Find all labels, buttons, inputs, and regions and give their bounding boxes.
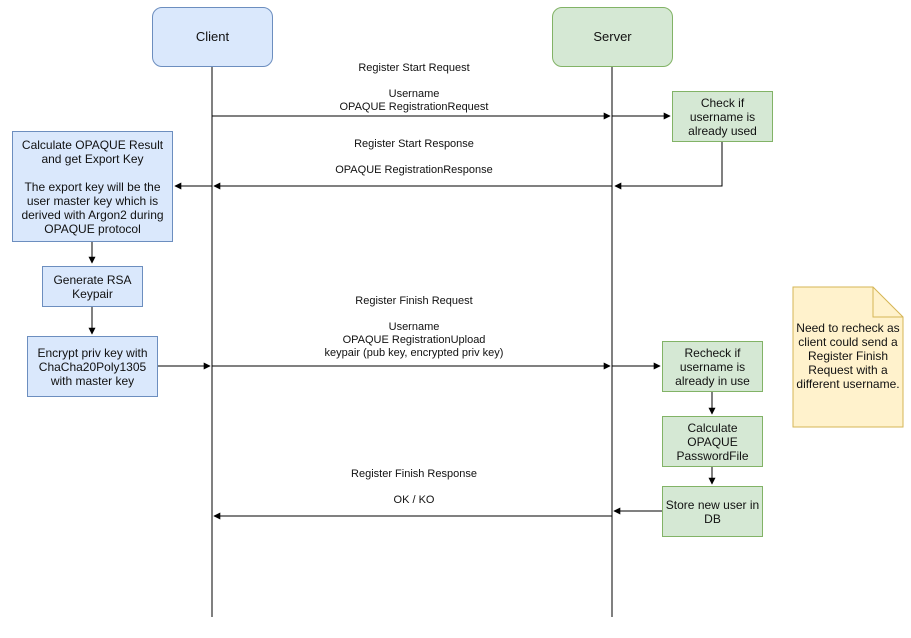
note-shape: [792, 286, 904, 428]
generate-rsa-keypair-box: Generate RSA Keypair: [42, 266, 143, 307]
check-username-box: Check if username is already used: [672, 91, 773, 142]
note-fold: [872, 287, 903, 318]
client-actor: Client: [152, 7, 273, 67]
finish-response-label: Register Finish Response OK / KO: [351, 468, 477, 506]
finish-request-label: Register Finish Request Username OPAQUE …: [324, 295, 504, 359]
calc-passwordfile-box: Calculate OPAQUE PasswordFile: [662, 416, 763, 467]
server-actor: Server: [552, 7, 673, 67]
encrypt-priv-key-box: Encrypt priv key with ChaCha20Poly1305 w…: [27, 336, 158, 397]
check-to-server-connector: [614, 141, 723, 190]
calc-opaque-result-box: Calculate OPAQUE Result and get Export K…: [12, 131, 173, 242]
recheck-username-box: Recheck if username is already in use: [662, 341, 763, 392]
start-response-label: Register Start Response OPAQUE Registrat…: [335, 138, 493, 176]
start-request-label: Register Start Request Username OPAQUE R…: [339, 62, 489, 113]
store-user-box: Store new user in DB: [662, 486, 763, 537]
note-text: Need to recheck as client could send a R…: [796, 321, 900, 391]
